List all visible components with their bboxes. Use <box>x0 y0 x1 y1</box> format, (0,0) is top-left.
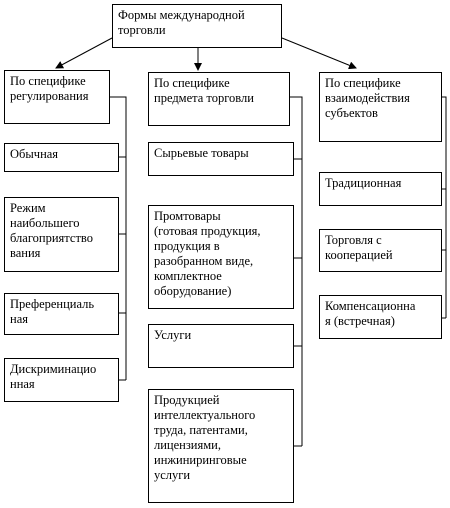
column-3-item-2: Торговля с кооперацией <box>319 229 442 272</box>
column-2-item-2: Промтовары (готовая продукция, продукция… <box>148 205 294 309</box>
root-box: Формы международной торговли <box>112 4 282 48</box>
column-3-item-3: Компенсационна я (встречная) <box>319 295 442 339</box>
arrow-to-column-3 <box>281 37 357 70</box>
column-1-item-4: Дискриминацио нная <box>4 358 119 402</box>
column-1-item-2: Режим наибольшего благоприятство вания <box>4 197 119 272</box>
column-3-header: По специфике взаимодействия субъектов <box>319 72 442 142</box>
column-2-header: По специфике предмета торговли <box>148 72 290 126</box>
arrow-to-column-1 <box>55 37 113 69</box>
trunk-column-1 <box>110 96 127 380</box>
trunk-column-3 <box>442 96 447 318</box>
column-3-item-1: Традиционная <box>319 172 442 206</box>
column-1-item-1: Обычная <box>4 143 119 172</box>
trunk-column-2 <box>290 96 303 446</box>
column-1-header: По специфике регулирования <box>4 70 110 124</box>
column-1-item-3: Преференциаль ная <box>4 293 119 335</box>
column-2-item-3: Услуги <box>148 324 294 368</box>
column-2-item-1: Сырьевые товары <box>148 142 294 176</box>
column-2-item-4: Продукцией интеллектуального труда, пате… <box>148 389 294 503</box>
